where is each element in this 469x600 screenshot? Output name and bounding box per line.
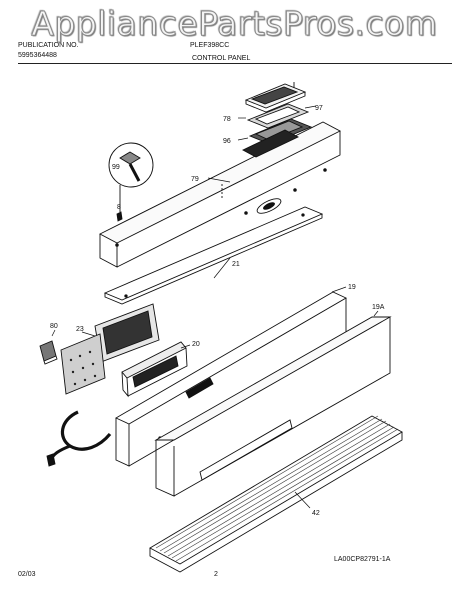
ref-96: 96 xyxy=(223,138,231,145)
model-label: PLEF398CC xyxy=(190,42,230,49)
ref-20: 20 xyxy=(192,341,200,348)
ref-97: 97 xyxy=(315,105,323,112)
wire-harness xyxy=(46,410,112,467)
footer-page: 2 xyxy=(214,571,218,578)
publication-number: 5995364488 xyxy=(18,52,57,59)
part-42-grille xyxy=(149,415,403,573)
part-79-console xyxy=(99,121,341,268)
footer-date: 02/03 xyxy=(18,571,36,578)
ref-21: 21 xyxy=(232,261,240,268)
section-title: CONTROL PANEL xyxy=(192,55,251,62)
publication-label: PUBLICATION NO. xyxy=(18,42,79,49)
part-97-bezel xyxy=(244,82,307,113)
part-80-block xyxy=(39,340,58,365)
part-78-gasket xyxy=(246,103,310,129)
ref-99: 99 xyxy=(112,164,120,171)
ref-19a: 19A xyxy=(372,304,385,311)
part-23-board xyxy=(60,303,160,395)
part-20-control xyxy=(121,341,188,398)
part-21-bracket xyxy=(103,206,324,305)
part-99-screw xyxy=(108,142,154,222)
ref-80: 80 xyxy=(50,323,58,330)
ref-78: 78 xyxy=(223,116,231,123)
leader-lines xyxy=(51,105,379,509)
part-19a-panel xyxy=(154,316,392,497)
ref-42: 42 xyxy=(312,510,320,517)
ref-19: 19 xyxy=(348,284,356,291)
ref-79: 79 xyxy=(191,176,199,183)
ref-23: 23 xyxy=(76,326,84,333)
drawing-id: LA00CP82791-1A xyxy=(334,556,391,563)
header-rule xyxy=(18,63,452,64)
ref-8: 8 xyxy=(117,204,121,211)
part-96-board xyxy=(248,118,313,145)
